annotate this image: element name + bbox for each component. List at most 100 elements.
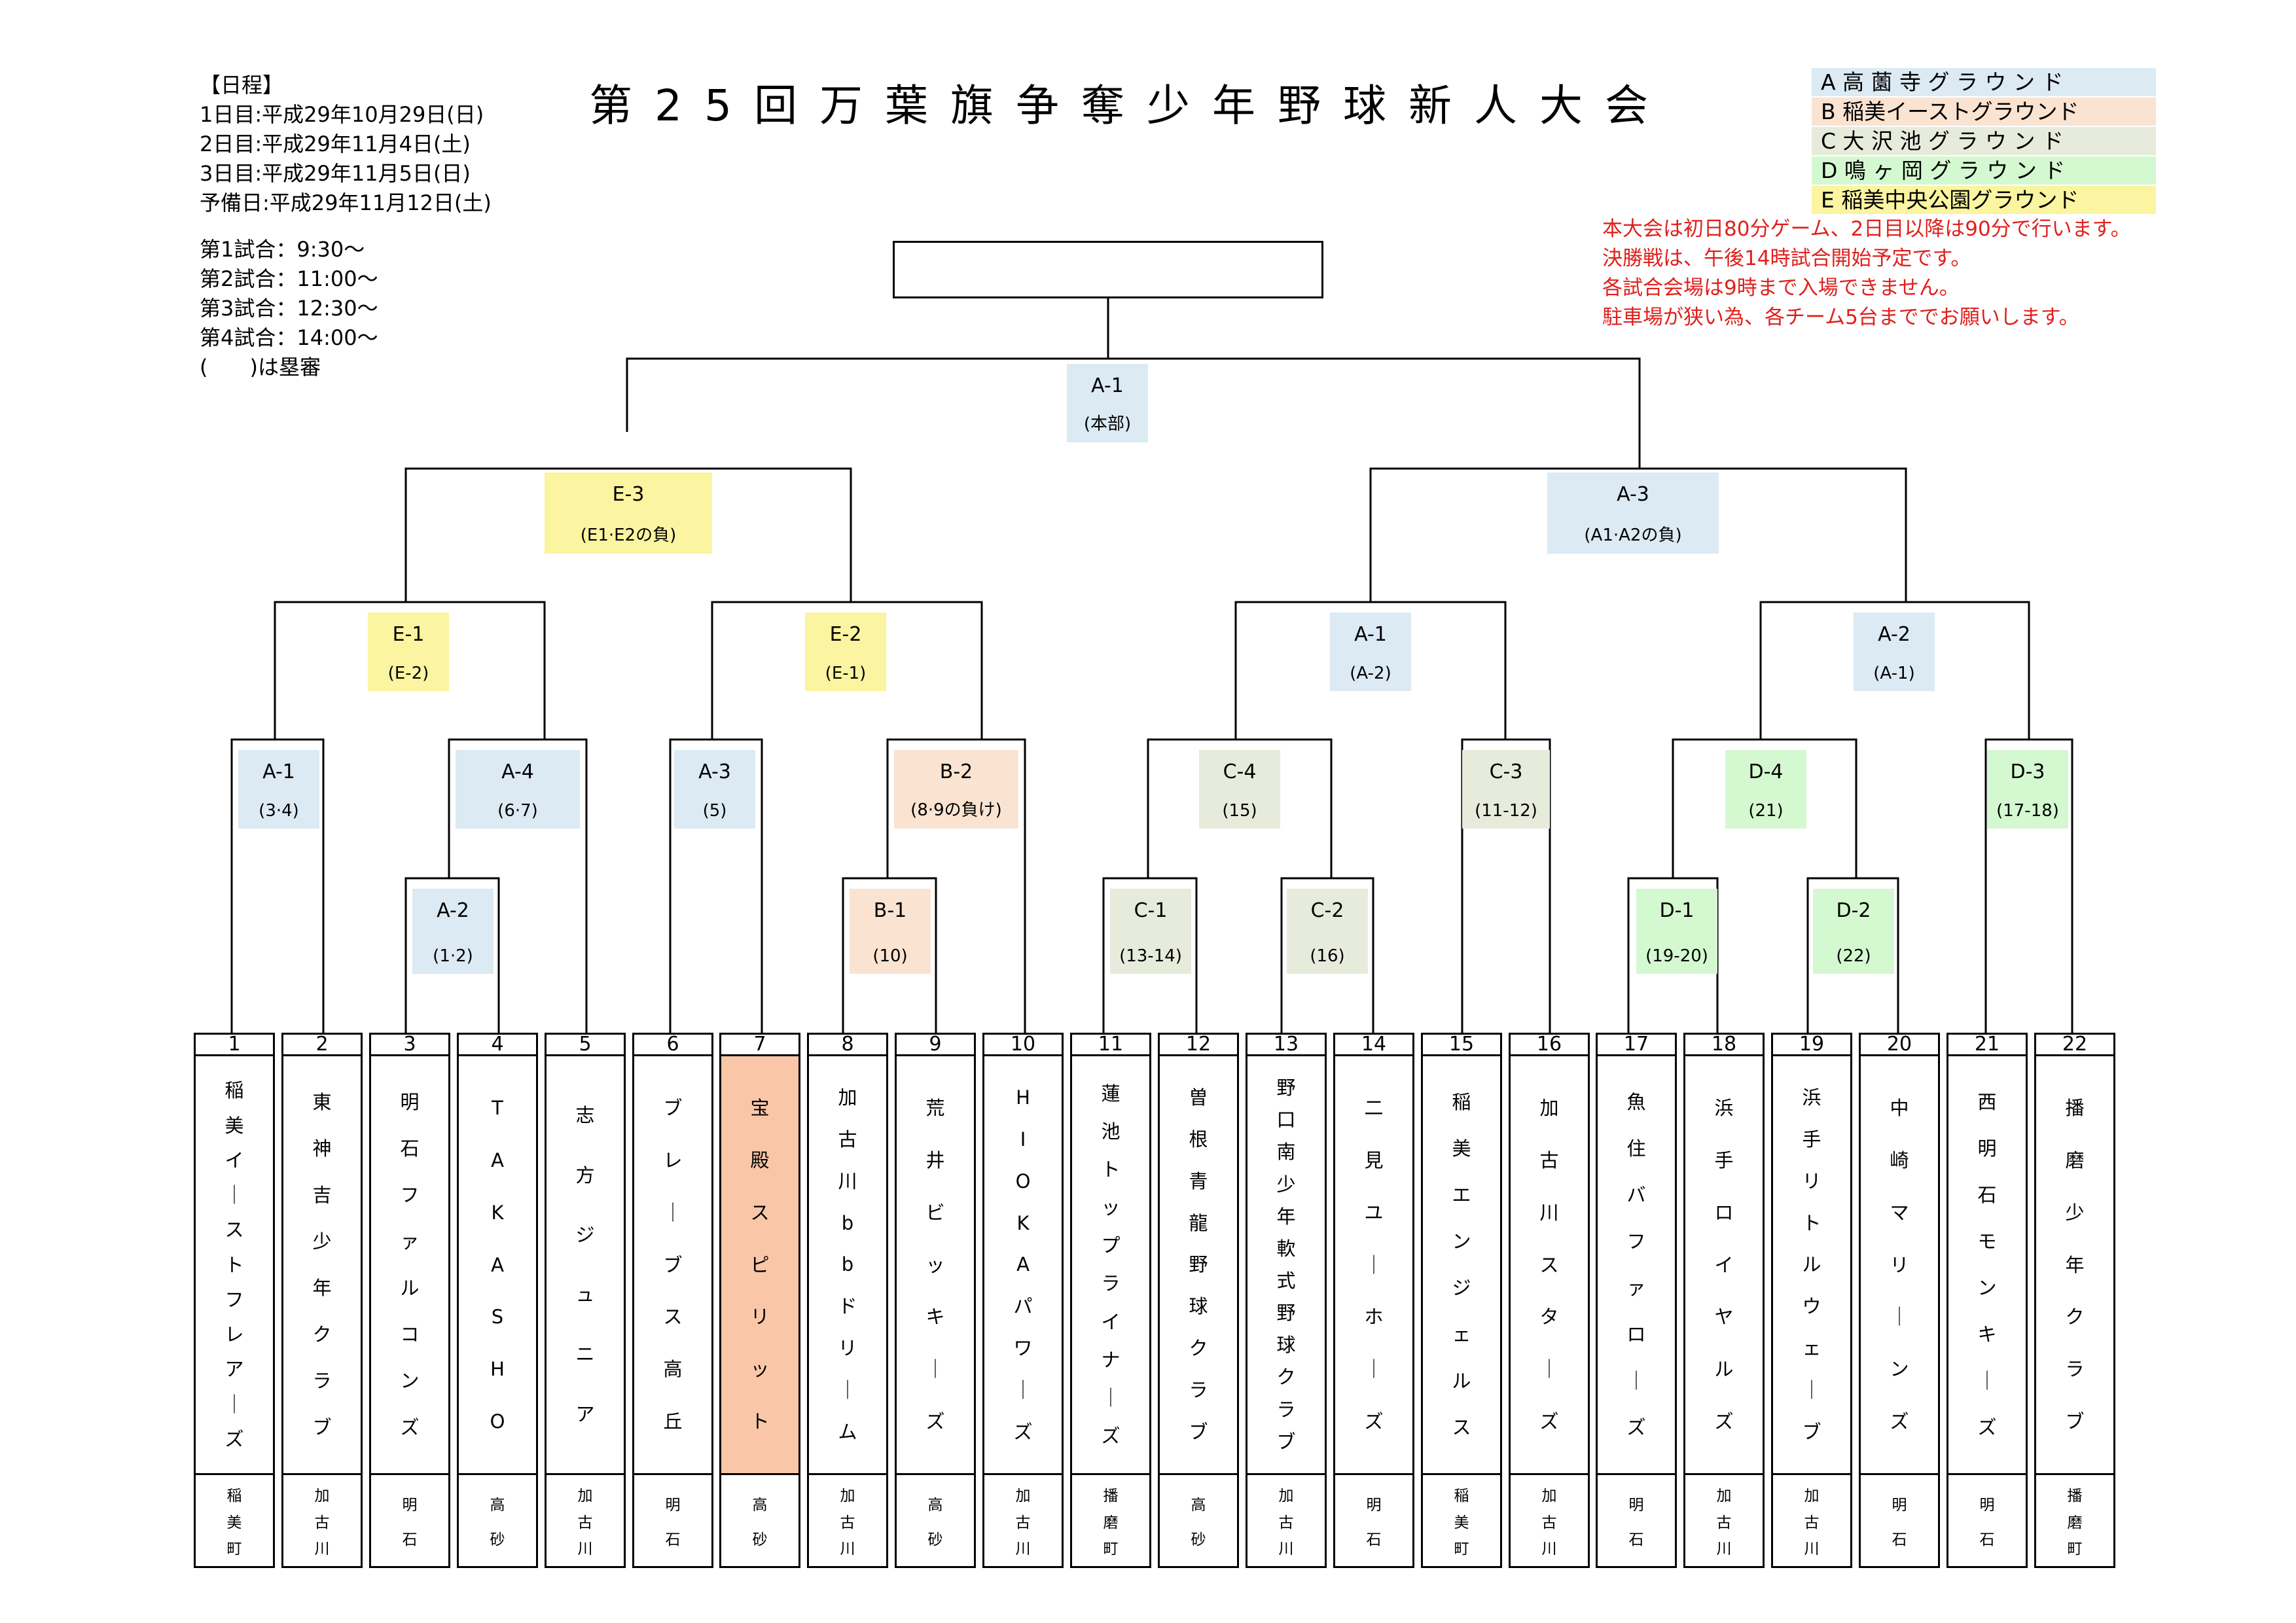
- team-name-char: ラ: [312, 1370, 332, 1392]
- team-name-char: ワ: [1013, 1337, 1033, 1360]
- team-name-char: 崎: [1890, 1149, 1909, 1171]
- team-name-char: 曽: [1189, 1086, 1208, 1109]
- team-number: 3: [369, 1033, 450, 1056]
- team-name-char: 式: [1276, 1269, 1296, 1292]
- team-name: 宝殿スピリット: [721, 1056, 798, 1473]
- team-name: 志方ジュニア: [547, 1056, 624, 1473]
- team-name-char: 高: [663, 1358, 683, 1381]
- team-name-char: ｜: [1977, 1370, 1997, 1392]
- match-code: A-3: [1617, 483, 1649, 506]
- legend-row-a: A 高 薗 寺 グ ラ ウ ン ド: [1812, 68, 2156, 96]
- team-name-char: ラ: [2065, 1358, 2085, 1381]
- team-name-char: マ: [1890, 1201, 1909, 1224]
- team-city-char: 川: [577, 1540, 593, 1558]
- team-city-char: 古: [577, 1514, 593, 1531]
- match-box-r16-2: A-4(6·7): [456, 750, 580, 829]
- team-city-char: 加: [1015, 1488, 1031, 1505]
- team-city-char: 高: [490, 1496, 505, 1514]
- match-umpire: (1·2): [433, 946, 473, 966]
- team-city-char: 古: [314, 1514, 330, 1531]
- team-name-char: コ: [400, 1323, 420, 1346]
- team-city-char: 美: [1454, 1514, 1469, 1531]
- team-city-char: 砂: [490, 1531, 505, 1549]
- team-number: 5: [545, 1033, 626, 1056]
- team-city: 加古川: [283, 1475, 361, 1566]
- team-name-char: ニ: [575, 1343, 595, 1366]
- team-name-cell: 稲美エンジェルス: [1421, 1054, 1502, 1475]
- team-name: 曽根青龍野球クラブ: [1160, 1056, 1237, 1473]
- team-name-char: ス: [1539, 1253, 1559, 1276]
- team-name-char: 手: [1802, 1128, 1821, 1150]
- match-umpire: (19-20): [1645, 946, 1708, 966]
- match-box-r1-4: C-2(16): [1287, 889, 1368, 974]
- team-name-char: ｜: [663, 1201, 683, 1224]
- team-name-char: ズ: [1013, 1421, 1033, 1444]
- team-name-char: ブ: [663, 1253, 683, 1276]
- team-name-char: 磨: [2065, 1149, 2085, 1171]
- team-city-char: 町: [2067, 1540, 2083, 1558]
- team-city: 加古川: [1773, 1475, 1850, 1566]
- match-umpire: (本部): [1083, 414, 1132, 434]
- team-city: 高砂: [459, 1475, 536, 1566]
- team-name-char: 年: [1276, 1205, 1296, 1228]
- team-name-char: K: [491, 1201, 504, 1224]
- team-name-cell: 二見ユ｜ホ｜ズ: [1333, 1054, 1414, 1475]
- team-city-char: 古: [1804, 1514, 1820, 1531]
- match-box-r16-5: C-4(15): [1199, 750, 1280, 829]
- match-code: C-4: [1223, 760, 1257, 783]
- match-umpire: (E1·E2の負): [580, 526, 677, 545]
- team-name-char: 川: [838, 1169, 857, 1192]
- team-name-char: ｜: [224, 1184, 244, 1206]
- team-name-char: ズ: [1539, 1410, 1559, 1433]
- match-box-sf-left: E-3 (E1·E2の負): [545, 473, 712, 554]
- team-name-char: タ: [1539, 1306, 1559, 1329]
- team-name-char: 方: [575, 1164, 595, 1186]
- match-umpire: (5): [702, 801, 727, 821]
- team-city-cell: 明石: [1859, 1473, 1940, 1568]
- team-name-char: 美: [1452, 1137, 1471, 1160]
- team-name-char: ル: [1452, 1370, 1471, 1392]
- match-code: E-2: [829, 623, 862, 646]
- team-number: 13: [1246, 1033, 1327, 1056]
- team-name-char: 稲: [224, 1079, 244, 1102]
- team-name-char: 池: [1101, 1120, 1121, 1143]
- team-number: 1: [194, 1033, 275, 1056]
- team-city-cell: 稲美町: [1421, 1473, 1502, 1568]
- match-code: B-2: [939, 760, 973, 783]
- team-name-char: 播: [2065, 1096, 2085, 1119]
- team-city-cell: 高砂: [1158, 1473, 1239, 1568]
- team-name-char: ク: [1276, 1366, 1296, 1389]
- team-name-char: ン: [1977, 1277, 1997, 1299]
- game-time: 第3試合：12:30～: [200, 296, 378, 321]
- match-umpire: (E-1): [825, 664, 867, 683]
- team-name-char: 南: [1276, 1141, 1296, 1164]
- match-code: E-3: [612, 483, 645, 506]
- team-city-cell: 播磨町: [1070, 1473, 1151, 1568]
- team-name-char: リ: [1890, 1253, 1909, 1276]
- team-number: 14: [1333, 1033, 1414, 1056]
- team-name-char: イ: [224, 1149, 244, 1171]
- team-name: 蓮池トップライナ｜ズ: [1072, 1056, 1149, 1473]
- team-city-char: 明: [1892, 1496, 1907, 1514]
- team-city-cell: 明石: [369, 1473, 450, 1568]
- team-name-char: イ: [1714, 1253, 1734, 1276]
- team-name-char: A: [491, 1253, 504, 1276]
- team-name-char: ス: [224, 1219, 244, 1241]
- team-name-char: ロ: [1626, 1323, 1646, 1346]
- team-city-char: 加: [1541, 1488, 1557, 1505]
- team-name-char: 年: [312, 1277, 332, 1299]
- team-name-cell: 蓮池トップライナ｜ズ: [1070, 1054, 1151, 1475]
- team-city: 加古川: [809, 1475, 886, 1566]
- team-name: ブレ｜ブス高丘: [634, 1056, 711, 1473]
- match-umpire: (13-14): [1119, 946, 1182, 966]
- team-name-char: ュ: [575, 1283, 595, 1306]
- team-city: 加古川: [1247, 1475, 1325, 1566]
- team-name-char: イ: [1101, 1310, 1121, 1333]
